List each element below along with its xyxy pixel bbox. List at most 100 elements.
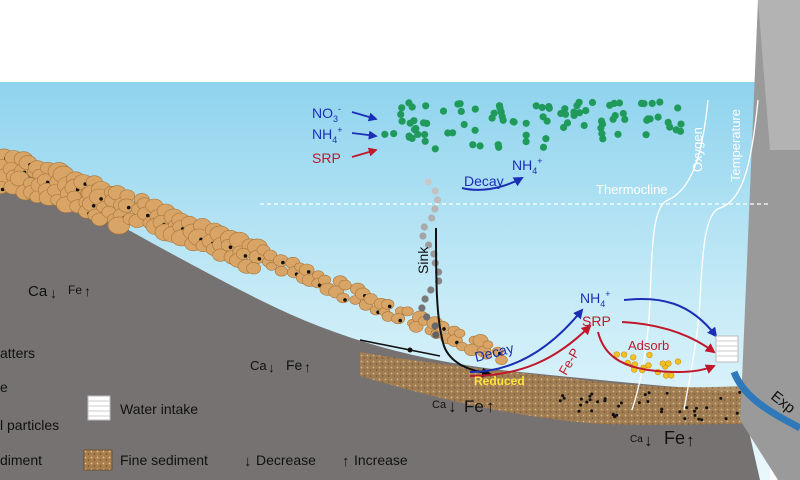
svg-text:Water intake: Water intake (120, 401, 198, 417)
sediment-particle (257, 257, 262, 261)
svg-text:↑: ↑ (304, 359, 311, 375)
legend-left-fragments: atters e l particles diment (0, 345, 59, 468)
sediment-particle (562, 396, 566, 400)
sediment-particle (693, 413, 697, 417)
algae-dot (381, 130, 389, 138)
algae-dot (457, 107, 465, 115)
svg-text:↑: ↑ (84, 283, 91, 299)
algae-dot (398, 104, 406, 112)
sediment-particle (660, 407, 664, 411)
algae-dot (532, 102, 540, 110)
svg-text:↓: ↓ (644, 431, 653, 450)
adsorbed-dot (630, 354, 637, 361)
coarse-pebbles (0, 148, 742, 422)
legend-water-intake: Water intake (87, 395, 198, 421)
sediment-particle (91, 204, 96, 208)
sediment-particle (617, 404, 621, 408)
svg-text:Ca: Ca (250, 358, 267, 373)
sediment-particle (585, 400, 589, 404)
sinking-particle (431, 322, 439, 330)
svg-text:↑: ↑ (686, 431, 695, 450)
algae-dot (582, 107, 590, 115)
algae-dot (642, 131, 650, 139)
sediment-particle (619, 401, 623, 405)
algae-dot (423, 119, 431, 127)
svg-text:atters: atters (0, 345, 35, 361)
bottom-decay-arrow (469, 308, 584, 373)
sediment-particle (646, 400, 650, 403)
pebble (482, 340, 494, 350)
sediment-particle (398, 318, 403, 323)
sinking-particle (433, 196, 442, 204)
sediment-particle (579, 397, 583, 401)
srp-input-label: SRP (312, 150, 341, 166)
adsorbed-dot (645, 362, 652, 369)
algae-dot (522, 131, 530, 139)
adsorbed-dot (668, 372, 675, 379)
sky-area (0, 0, 800, 82)
sediment-particle (738, 390, 742, 394)
algae-dot (397, 110, 405, 118)
sediment-particle (579, 403, 583, 407)
algae-dot (471, 126, 479, 134)
sediment-marker-1: Ca ↓ Fe ↑ (28, 283, 91, 301)
sinking-particle (420, 223, 428, 231)
sediment-particle (243, 254, 248, 258)
adsorb-arrow (597, 331, 716, 374)
algae-dot (674, 104, 682, 112)
algae-dot (545, 104, 553, 112)
svg-text:Increase: Increase (354, 452, 408, 468)
sediment-particle (700, 418, 704, 422)
sediment-particle (561, 394, 565, 398)
algae-dot (580, 121, 588, 130)
algae-dot (510, 118, 518, 126)
pebble (391, 313, 406, 325)
svg-text:Ca: Ca (630, 434, 643, 445)
algae-dot (422, 102, 430, 110)
algae-dot (460, 120, 468, 129)
sinking-particle (419, 232, 427, 240)
sediment-particle (603, 397, 607, 401)
pebble (480, 350, 492, 360)
algae-dot (588, 98, 597, 107)
sediment-particle (306, 270, 311, 274)
sediment-particle (719, 396, 723, 400)
algae-dot (538, 103, 546, 112)
svg-text:Ca: Ca (28, 283, 48, 300)
pebble (401, 306, 414, 317)
algae-dot (444, 129, 452, 137)
nitrate-label: NO3- (312, 104, 341, 124)
svg-text:Fe: Fe (68, 283, 82, 297)
svg-text:e: e (0, 379, 8, 395)
pebble (336, 292, 350, 304)
algae-dot (561, 105, 569, 113)
sediment-particle (643, 393, 647, 397)
bottom-nh4-label: NH4+ (580, 289, 611, 309)
sediment-particle (558, 399, 562, 403)
sediment-particle (685, 406, 689, 410)
sediment-particle (387, 304, 392, 309)
ammonium-input-arrow (351, 130, 378, 140)
svg-text:Fe: Fe (286, 357, 303, 373)
algae-dot (412, 124, 420, 133)
algae-dot (421, 131, 429, 139)
pebble (274, 265, 289, 277)
sediment-particle (317, 283, 322, 288)
algae-dot (666, 123, 674, 131)
svg-text:Fe: Fe (464, 397, 484, 416)
svg-text:diment: diment (0, 452, 42, 468)
legend-increase: ↑ Increase (342, 452, 408, 470)
surface-decay-arrow (461, 177, 524, 191)
sediment-marker-3: Ca ↓ Fe ↑ (432, 397, 495, 416)
algae-dot (648, 99, 656, 107)
algae-dot (619, 109, 627, 118)
algae-dot (614, 130, 622, 138)
svg-text:Decrease: Decrease (256, 452, 316, 468)
legend-decrease: ↓ Decrease (244, 452, 316, 470)
sediment-particle (683, 417, 687, 421)
export-pipe (730, 370, 800, 432)
sediment-particle (590, 409, 594, 413)
algae-cluster (381, 98, 685, 153)
adsorbed-dot (665, 360, 672, 367)
svg-text:↑: ↑ (486, 397, 495, 416)
